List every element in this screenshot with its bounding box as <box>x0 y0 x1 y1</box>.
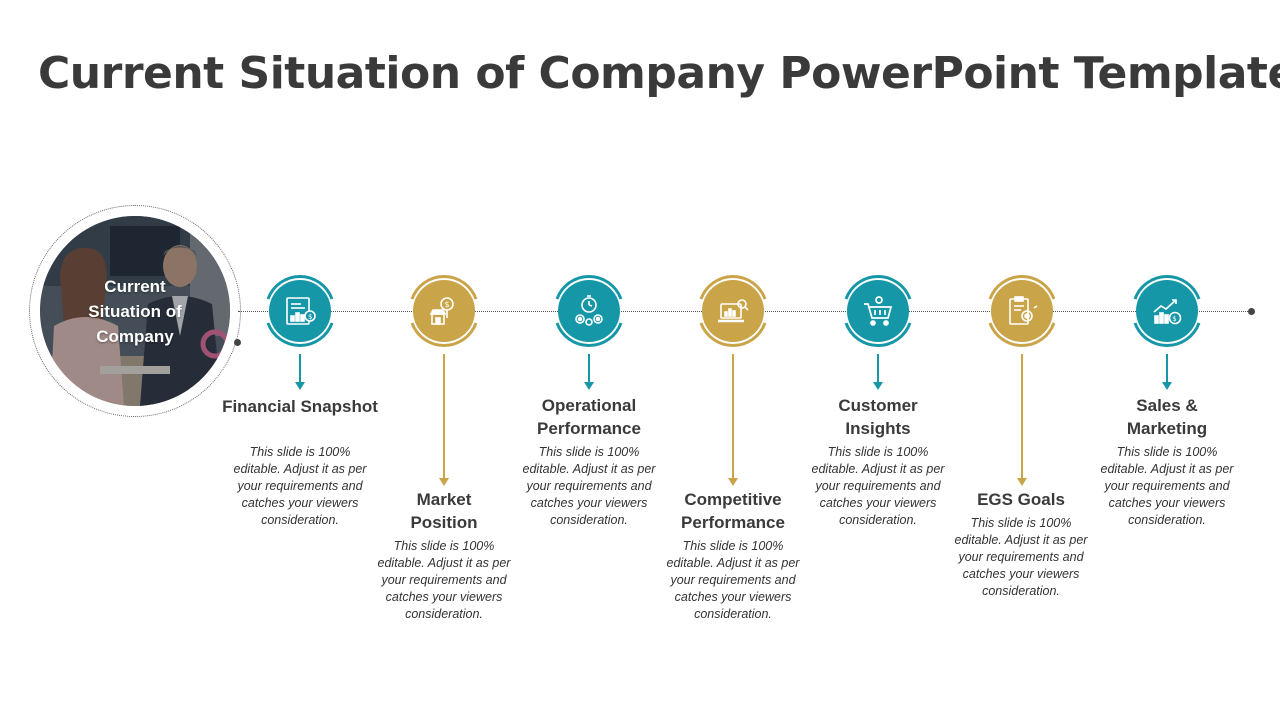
svg-text:$: $ <box>308 313 312 321</box>
step-arrow-financial-snapshot <box>295 382 305 390</box>
step-connector-competitive-performance <box>732 354 734 478</box>
step-node-competitive-performance <box>690 268 776 354</box>
step-desc-financial-snapshot: This slide is 100% editable. Adjust it a… <box>233 445 367 527</box>
shopping-cart-icon <box>864 296 893 326</box>
step-desc-market-position: This slide is 100% editable. Adjust it a… <box>377 539 511 621</box>
step-arrow-sales-marketing <box>1162 382 1172 390</box>
step-arrow-egs-goals <box>1017 478 1027 486</box>
step-connector-customer-insights <box>877 354 879 382</box>
slide-title: Current Situation of Company PowerPoint … <box>38 48 1280 99</box>
step-connector-operational-performance <box>588 354 590 382</box>
step-title-egs-goals: EGS Goals <box>977 490 1065 509</box>
step-node-market-position: $ <box>401 268 487 354</box>
step-arrow-market-position <box>439 478 449 486</box>
step-connector-sales-marketing <box>1166 354 1168 382</box>
step-desc-sales-marketing: This slide is 100% editable. Adjust it a… <box>1100 445 1234 527</box>
step-desc-competitive-performance: This slide is 100% editable. Adjust it a… <box>666 539 800 621</box>
step-arrow-operational-performance <box>584 382 594 390</box>
step-arrow-customer-insights <box>873 382 883 390</box>
financial-report-icon: $ <box>286 297 316 325</box>
step-connector-egs-goals <box>1021 354 1023 478</box>
step-title-competitive-performance: Competitive Performance <box>681 490 785 532</box>
step-desc-customer-insights: This slide is 100% editable. Adjust it a… <box>811 445 945 527</box>
hub-label: Current Situation of Company <box>88 276 182 346</box>
step-desc-egs-goals: This slide is 100% editable. Adjust it a… <box>954 516 1088 598</box>
gears-timer-icon <box>575 295 603 326</box>
sales-growth-icon: $ <box>1153 299 1182 325</box>
step-node-financial-snapshot: $ <box>257 268 343 354</box>
step-node-operational-performance <box>546 268 632 354</box>
svg-text:$: $ <box>1172 315 1176 323</box>
hub-dotted-ring <box>29 205 241 417</box>
step-title-operational-performance: Operational Performance <box>537 396 641 438</box>
clipboard-gear-icon <box>1009 296 1038 325</box>
step-title-financial-snapshot: Financial Snapshot <box>222 397 378 416</box>
step-node-sales-marketing: $ <box>1124 268 1210 354</box>
step-node-egs-goals <box>979 268 1065 354</box>
svg-text:$: $ <box>445 300 450 309</box>
step-arrow-competitive-performance <box>728 478 738 486</box>
step-node-customer-insights <box>835 268 921 354</box>
market-store-icon: $ <box>429 297 454 325</box>
step-connector-market-position <box>443 354 445 478</box>
step-title-customer-insights: Customer Insights <box>838 396 918 438</box>
hub-connector-dot <box>234 339 241 346</box>
step-title-sales-marketing: Sales & Marketing <box>1126 396 1208 438</box>
step-connector-financial-snapshot <box>299 354 301 382</box>
timeline-end-dot <box>1248 308 1255 315</box>
hub-photo <box>40 216 230 406</box>
laptop-chart-icon <box>718 299 749 323</box>
step-desc-operational-performance: This slide is 100% editable. Adjust it a… <box>522 445 656 527</box>
step-title-market-position: Market Position <box>410 490 478 532</box>
